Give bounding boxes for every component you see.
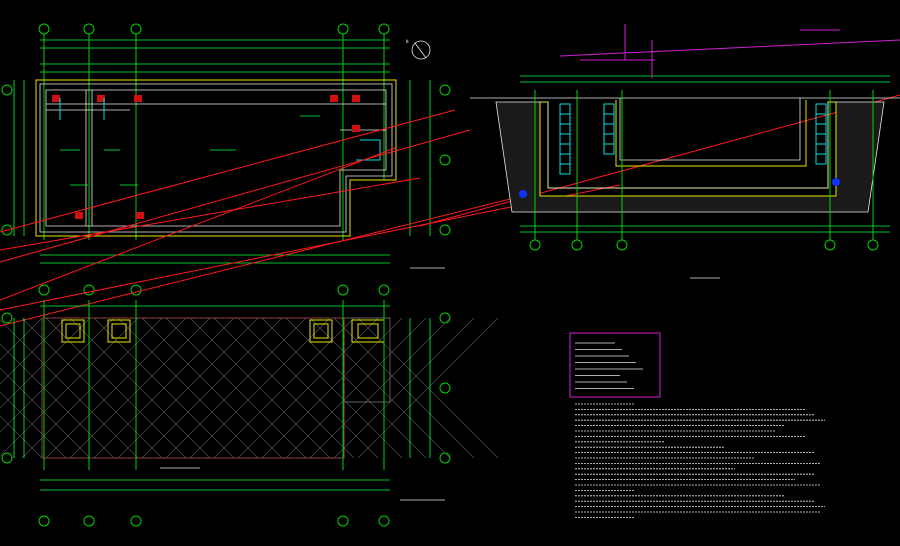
north-arrow-icon: N [406,39,431,60]
equipment-mark [330,95,338,102]
equipment-mark [97,95,105,102]
plan-top-view: N [1,23,451,296]
svg-text:N: N [406,39,409,44]
equipment-mark [75,212,83,219]
equipment-mark [52,95,60,102]
equipment-mark [134,95,142,102]
plan-top-axis-bubbles [38,23,390,35]
equipment-mark [352,95,360,102]
slab-hatch [0,317,499,459]
section-view [470,24,900,279]
drain-icon [832,178,840,186]
plan-bottom-view [0,300,499,527]
equipment-mark [136,212,144,219]
leader-lines [0,39,900,327]
drain-icon [519,190,527,198]
equipment-mark [352,125,360,132]
notes-legend-box [569,332,825,518]
